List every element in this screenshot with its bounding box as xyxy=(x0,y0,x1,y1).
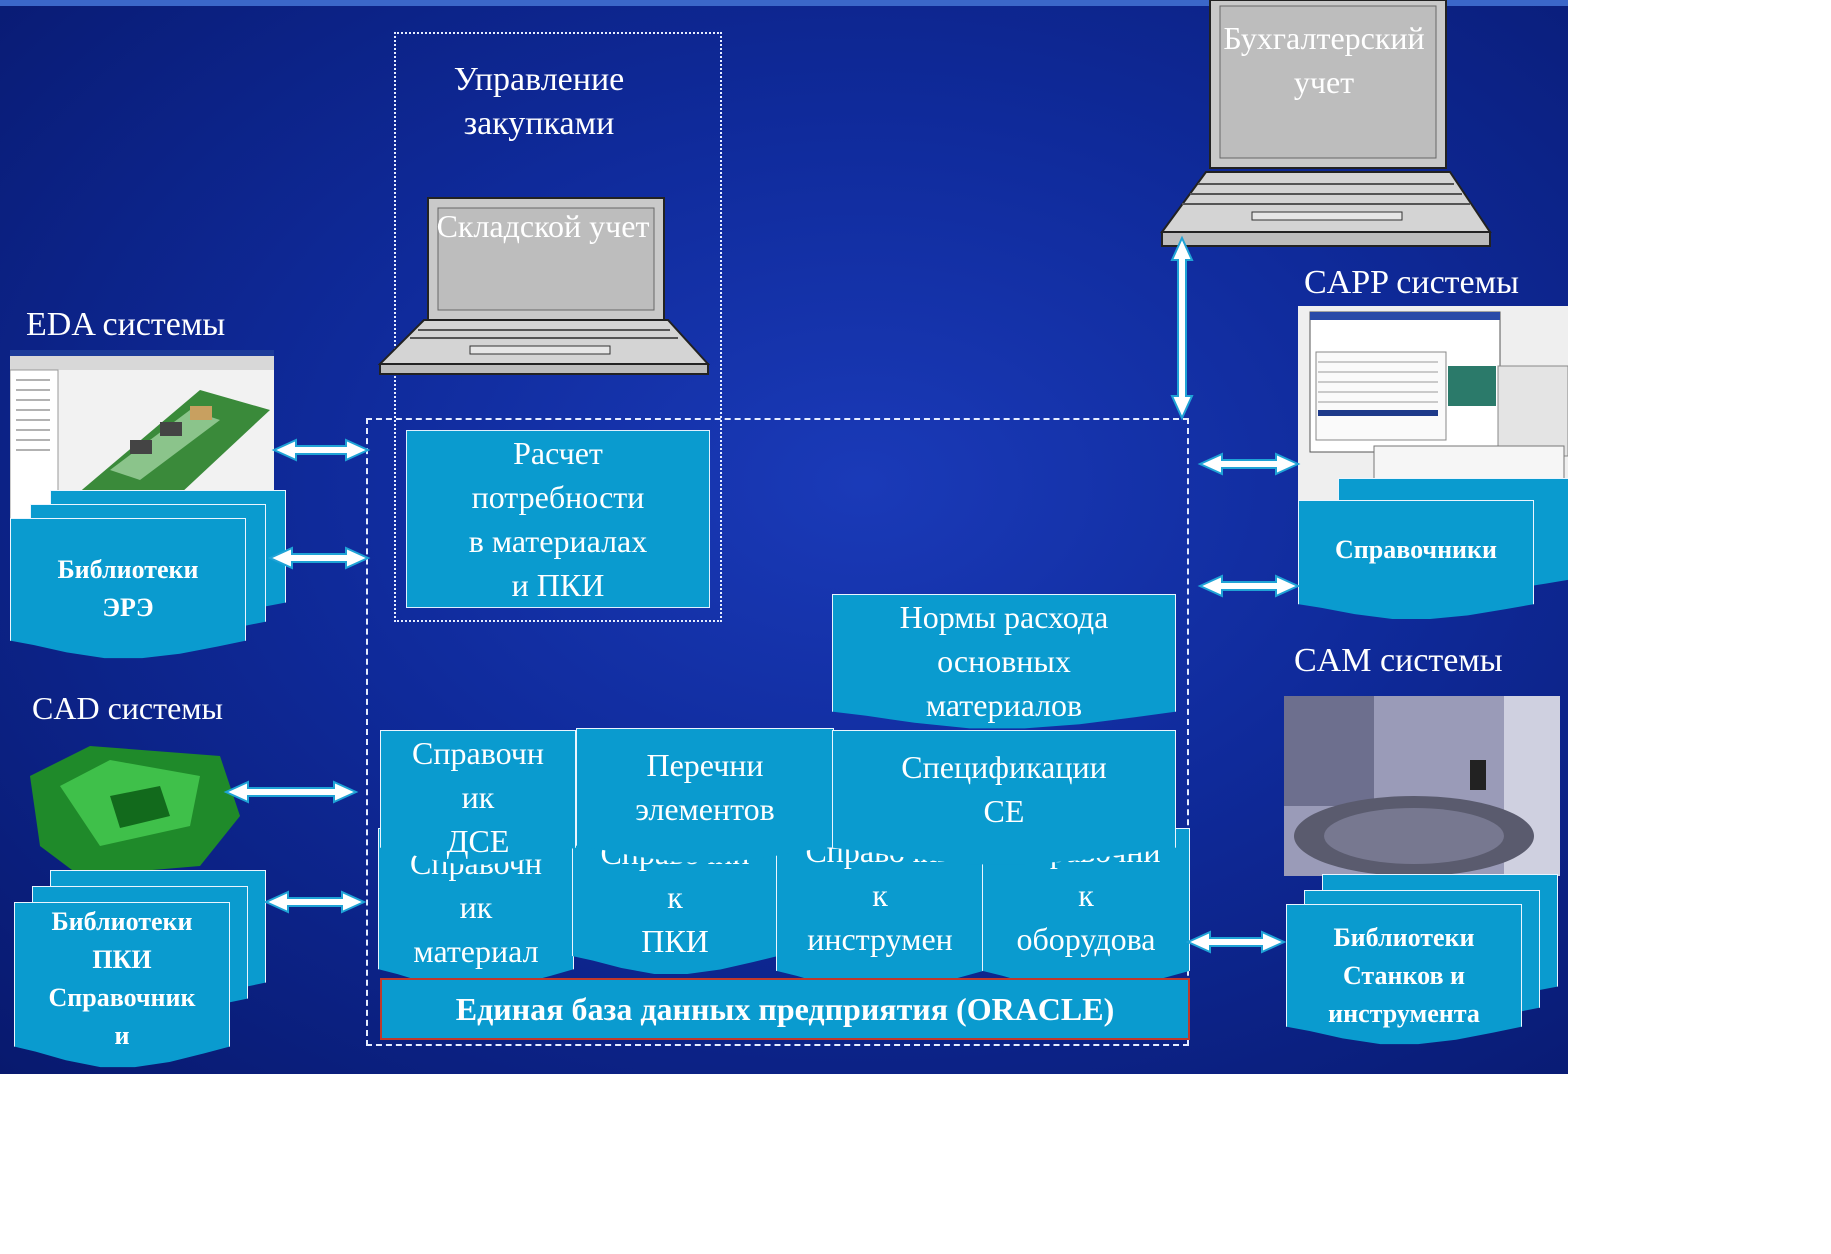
cad-label: CAD системы xyxy=(32,690,224,726)
laptop-icon xyxy=(1160,0,1492,247)
element-lists: Перечни элементов xyxy=(576,728,834,863)
arrow-eda xyxy=(271,438,371,462)
arrow-ere xyxy=(267,546,371,570)
enterprise-region xyxy=(366,418,1189,1046)
arrow-accounting xyxy=(1170,235,1194,421)
capp-screenshot xyxy=(1298,306,1568,502)
cam-label: CAM системы xyxy=(1294,642,1503,679)
capp-label: CAPP системы xyxy=(1304,264,1519,301)
requirement-calculation: Расчет потребности в материалах и ПКИ xyxy=(406,430,710,608)
pki-libraries: Библиотеки ПКИ Справочник и материалов xyxy=(14,902,230,1068)
arrow-capp xyxy=(1197,452,1301,476)
diagram-canvas: Управление закупками Складской учет Бухг… xyxy=(0,0,1568,1074)
ere-libraries: Библиотеки ЭРЭ xyxy=(10,518,246,659)
oracle-database: Единая база данных предприятия (ORACLE) xyxy=(380,978,1190,1040)
procurement-label: Управление закупками xyxy=(453,61,625,142)
eda-label: EDA системы xyxy=(26,306,226,343)
arrow-cad xyxy=(223,780,359,804)
laptop-icon xyxy=(378,197,710,375)
cam-image xyxy=(1284,696,1560,876)
connection-arrows xyxy=(223,235,1301,954)
norms-document: Нормы расхода основных материалов xyxy=(832,594,1176,729)
warehouse-label: Складской учет xyxy=(436,208,650,244)
arrow-pki xyxy=(263,890,367,914)
dse-reference: Справочн ик ДСЕ xyxy=(380,730,576,865)
tool-reference: Справочни к инструмен та xyxy=(776,828,984,992)
accounting-label: Бухгалтерский учет xyxy=(1223,20,1425,100)
cad-model-image xyxy=(20,736,244,876)
arrow-cam xyxy=(1185,930,1287,954)
arrow-capp-refs xyxy=(1197,574,1301,598)
cam-libraries: Библиотеки Станков и инструмента xyxy=(1286,904,1522,1045)
specifications: Спецификации СЕ xyxy=(832,730,1176,865)
top-band xyxy=(0,0,1568,6)
capp-references: Справочники xyxy=(1298,500,1534,620)
procurement-region xyxy=(394,32,722,622)
